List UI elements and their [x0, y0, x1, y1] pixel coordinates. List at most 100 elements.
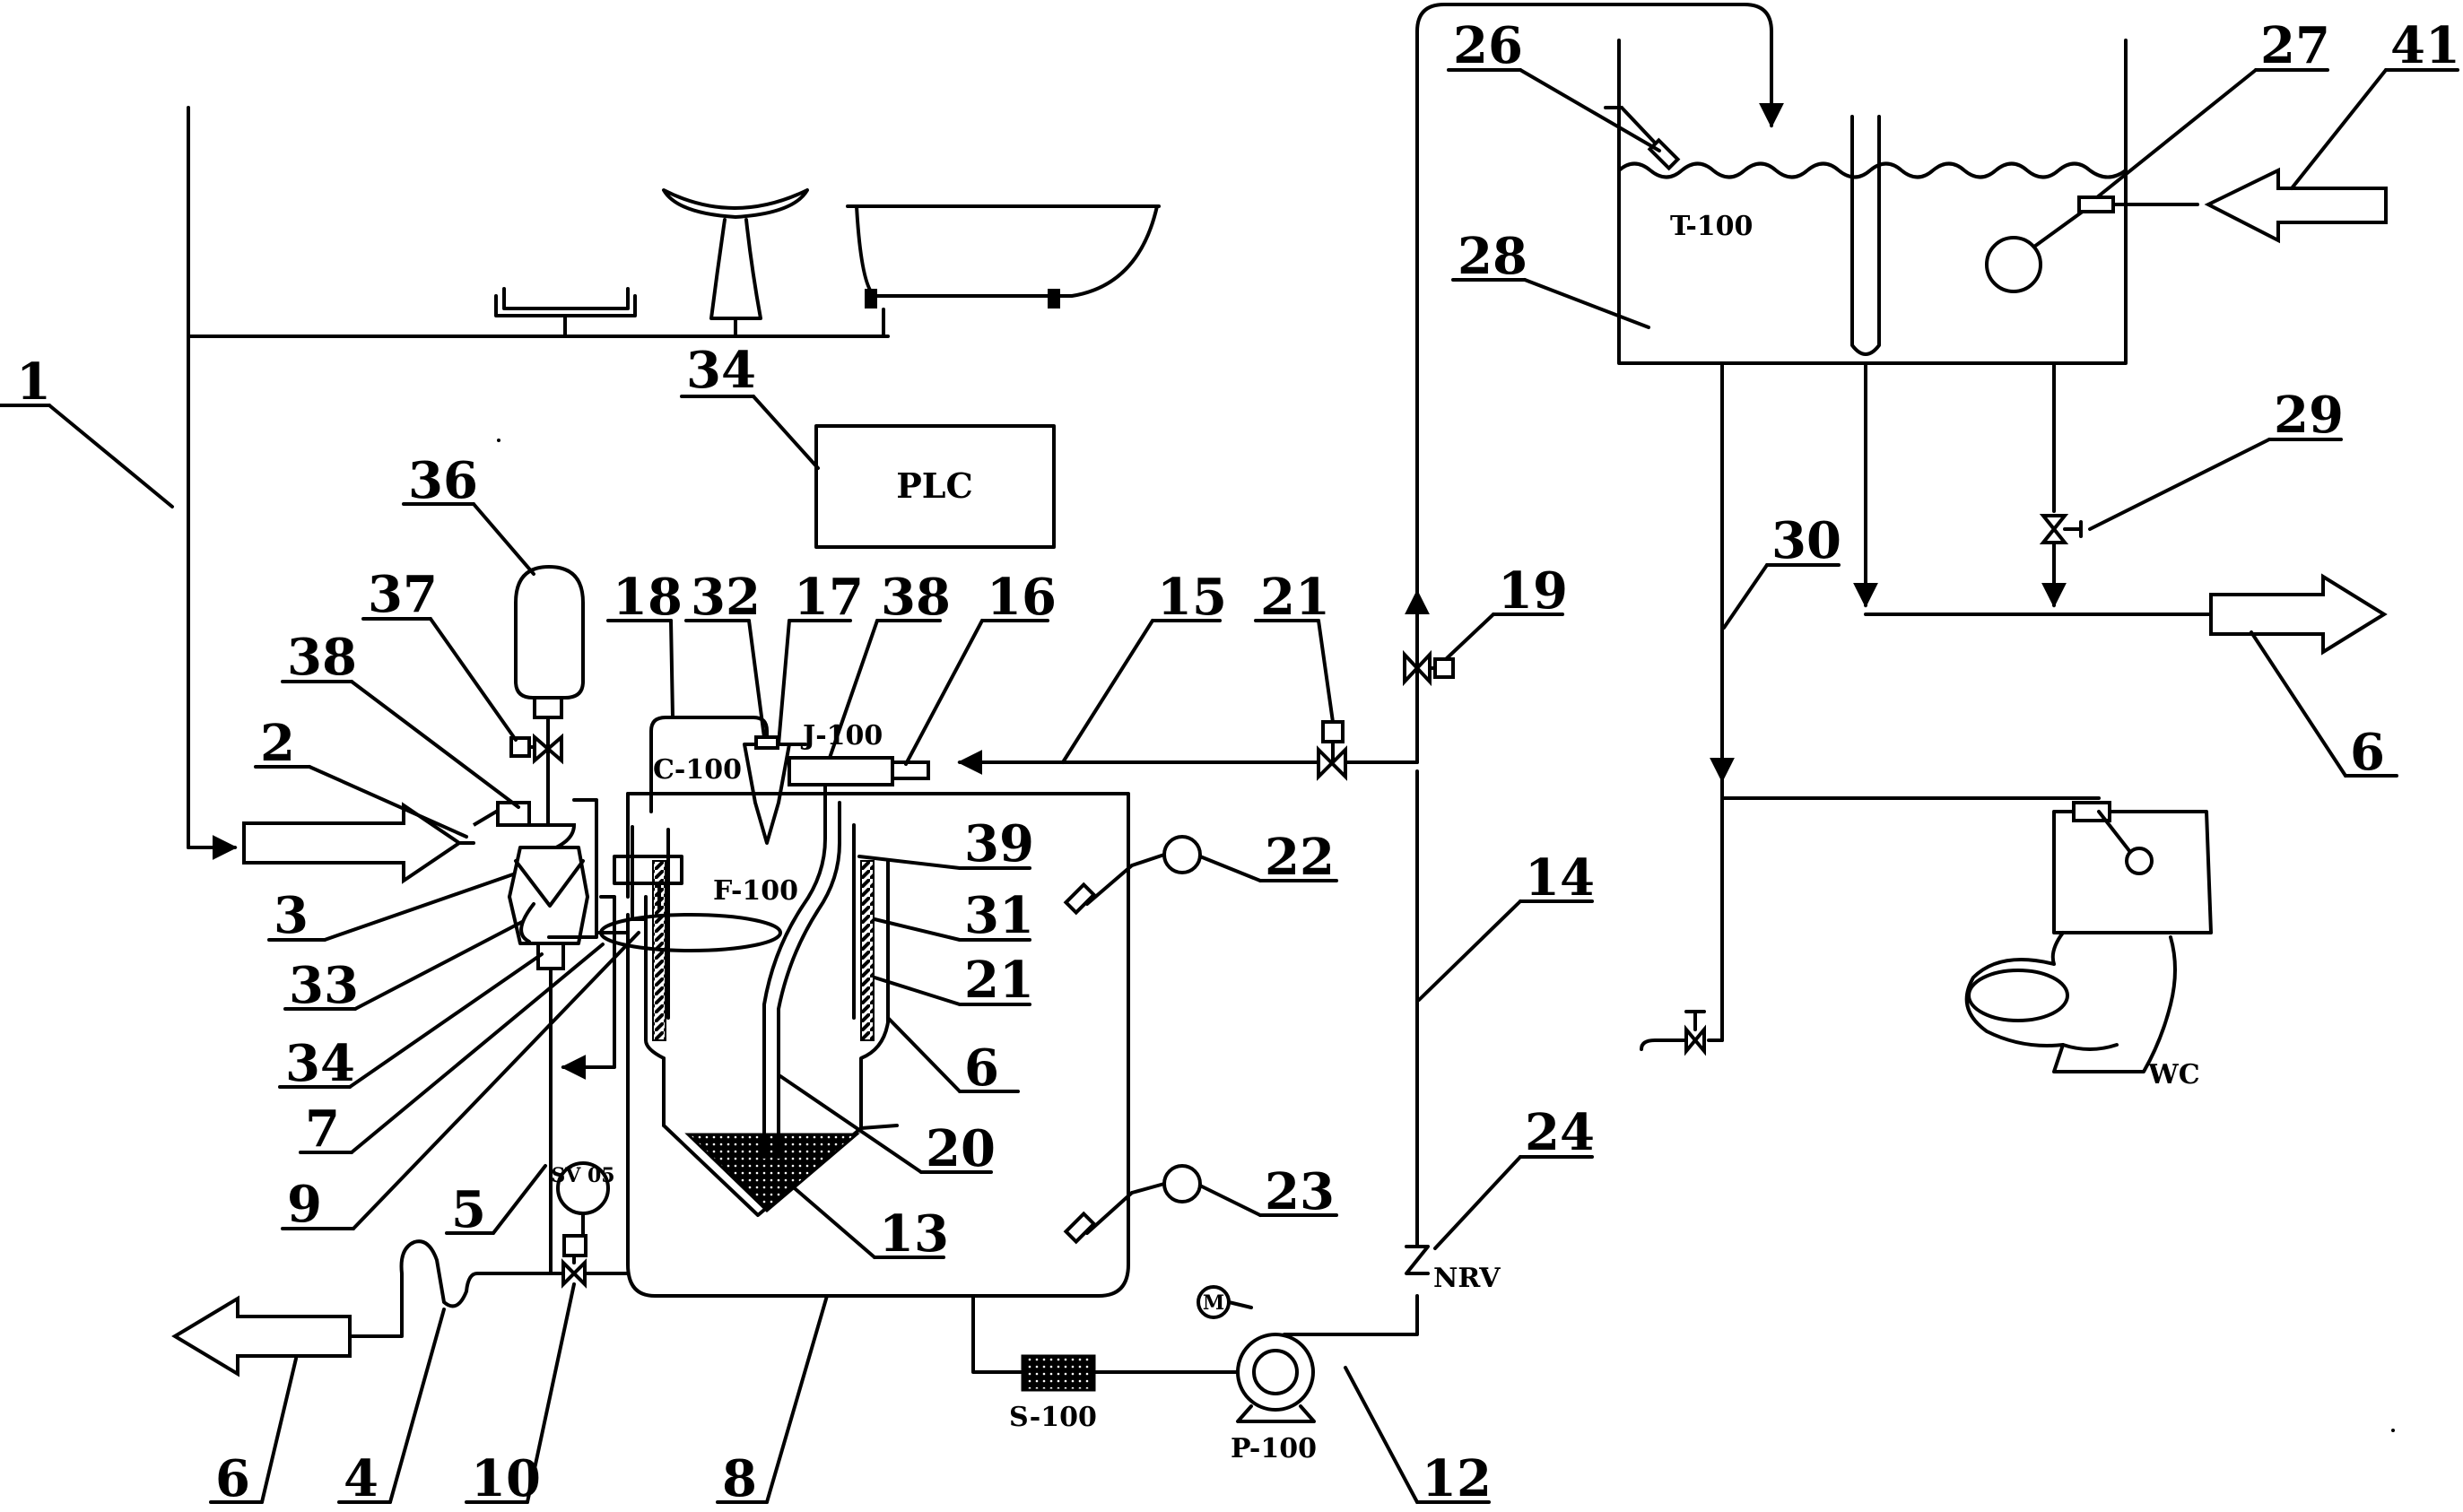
callout-25: 26	[1447, 16, 1661, 152]
svg-text:1: 1	[16, 352, 51, 412]
filter-label: F-100	[713, 875, 798, 907]
callout-9: 8	[716, 1294, 829, 1508]
callout-15: 15	[1061, 568, 1227, 764]
callout-11: 10	[465, 1282, 576, 1508]
tank-t100: T-100	[1604, 39, 2388, 1056]
plc-label: PLC	[896, 465, 973, 506]
svg-text:16: 16	[987, 568, 1057, 627]
svg-text:6: 6	[215, 1449, 250, 1508]
drain-outlet: SV 05	[171, 1161, 630, 1377]
callout-30: 31	[873, 886, 1034, 945]
callout-27: 28	[1451, 227, 1650, 329]
callout-26: 27	[2095, 16, 2330, 199]
svg-text:17: 17	[794, 568, 864, 627]
svg-text:26: 26	[1453, 16, 1523, 75]
callout-35: 36	[402, 451, 535, 576]
svg-text:37: 37	[368, 565, 438, 624]
pump-loop: S-100 M P-100 NRV	[957, 3, 1784, 1464]
svg-text:24: 24	[1525, 1103, 1595, 1162]
svg-text:20: 20	[926, 1119, 996, 1178]
sv-label: SV 05	[551, 1164, 614, 1187]
floor-drain	[494, 287, 637, 338]
cyclone-label: C-100	[653, 754, 742, 786]
svg-text:14: 14	[1525, 848, 1595, 908]
callout-23: 23	[1198, 1162, 1338, 1221]
plc-controller: PLC	[814, 424, 1056, 549]
pump-label: P-100	[1231, 1433, 1317, 1464]
level-float-23	[1063, 1164, 1202, 1245]
svg-text:34: 34	[686, 341, 756, 400]
svg-text:23: 23	[1265, 1162, 1335, 1221]
callout-14: 14	[1417, 848, 1595, 1002]
svg-text:30: 30	[1771, 511, 1841, 570]
drain-stack	[187, 106, 890, 860]
callout-17: 17	[777, 568, 864, 746]
callout-22: 22	[1198, 828, 1338, 887]
callout-6-left: 6	[209, 1357, 298, 1508]
strainer-label: S-100	[1009, 1402, 1097, 1433]
callout-21-lower: 21	[873, 951, 1034, 1010]
callout-36: 37	[361, 565, 518, 742]
callout-39: 38	[828, 568, 951, 760]
svg-text:13: 13	[879, 1204, 949, 1264]
svg-text:5: 5	[451, 1180, 486, 1239]
callout-32: 33	[283, 920, 524, 1015]
svg-text:12: 12	[1422, 1449, 1492, 1508]
callout-38: 39	[857, 814, 1034, 873]
svg-text:15: 15	[1157, 568, 1227, 627]
callout-29: 30	[1722, 511, 1841, 630]
flow-ring-10: F-100	[597, 875, 798, 952]
svg-text:31: 31	[964, 886, 1034, 945]
callout-8: 6	[886, 1016, 1020, 1098]
level-float-22	[1063, 835, 1202, 916]
cyclone-18: C-100	[649, 716, 769, 813]
callout-3: 3	[267, 873, 515, 945]
callout-6-right: 6	[2250, 630, 2398, 782]
callout-31: 32	[684, 568, 766, 739]
nrv-label: NRV	[1433, 1263, 1501, 1294]
svg-text:27: 27	[2260, 16, 2330, 75]
svg-text:29: 29	[2274, 386, 2344, 445]
washbasin	[662, 188, 809, 338]
callout-2: 2	[254, 714, 468, 839]
overflow-pipe-7	[561, 895, 616, 1080]
bathtub	[846, 204, 1161, 338]
callout-20: 19	[1444, 561, 1568, 661]
callout-18: 18	[606, 568, 683, 719]
callout-16: 16	[904, 568, 1057, 766]
callout-37: 38	[281, 628, 520, 809]
callout-21-upper: 21	[1254, 568, 1335, 724]
callout-10: 9	[281, 931, 640, 1234]
svg-text:9: 9	[287, 1175, 322, 1234]
svg-text:41: 41	[2390, 16, 2460, 75]
callout-1: 1	[0, 352, 174, 508]
callout-24: 24	[1433, 1103, 1595, 1250]
svg-text:33: 33	[289, 956, 359, 1015]
svg-text:8: 8	[722, 1449, 757, 1508]
svg-text:22: 22	[1265, 828, 1335, 887]
svg-text:39: 39	[964, 814, 1034, 873]
svg-text:6: 6	[964, 1038, 999, 1098]
svg-text:28: 28	[1458, 227, 1527, 286]
callout-7: 7	[299, 943, 605, 1159]
svg-text:21: 21	[1260, 568, 1330, 627]
svg-text:38: 38	[287, 628, 357, 687]
svg-text:34: 34	[285, 1034, 355, 1093]
svg-text:32: 32	[691, 568, 761, 627]
callout-19: 20	[779, 1074, 996, 1178]
toilet-wc: WC	[1964, 801, 2213, 1091]
callout-28: 29	[2088, 386, 2344, 531]
dosing-bottle-35	[509, 564, 585, 831]
sludge-tube-19	[762, 801, 841, 1159]
callout-12: 12	[1344, 1366, 1492, 1508]
callout-13: 13	[788, 1182, 949, 1264]
wc-label: WC	[2147, 1059, 2200, 1091]
svg-text:18: 18	[613, 568, 683, 627]
callout-33: 34	[278, 952, 544, 1093]
callout-41: 41	[2290, 16, 2460, 190]
svg-text:36: 36	[408, 451, 478, 510]
inlet-arrow-2	[242, 802, 475, 884]
svg-text:21: 21	[964, 951, 1034, 1010]
